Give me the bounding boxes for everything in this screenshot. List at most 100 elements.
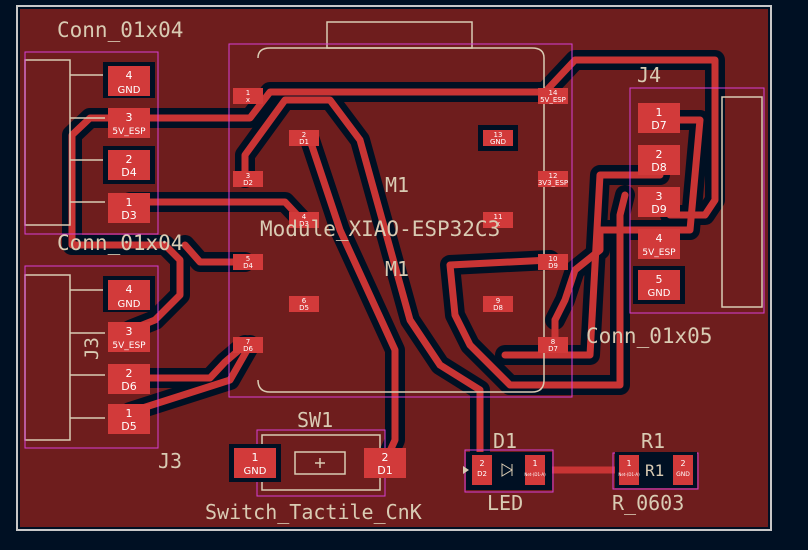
pad-number: 4 (302, 213, 307, 221)
pad-net: x (246, 96, 250, 104)
pad-m1-5[interactable]: 5 D4 (233, 254, 263, 270)
pad-net: x (496, 220, 500, 228)
d1-value-label: LED (487, 491, 523, 515)
connector-j3[interactable]: 4 GND 3 5V_ESP 2 D6 1 D5 Conn_01x04 J3 J… (57, 231, 183, 473)
pad-sw1-1[interactable]: 1 GND (229, 444, 281, 482)
pad-j4-2[interactable]: 2 D8 (638, 145, 680, 175)
resistor-r1[interactable]: 1 Net-(D1-A) 2 GND R1 R1 R_0603 (612, 429, 697, 515)
led-d1[interactable]: 2 D2 1 Net-(D1-A) D1 LED (463, 429, 552, 515)
pad-d1-2[interactable]: 2 D2 (472, 455, 492, 485)
pad-number: 13 (494, 131, 503, 139)
pad-m1-10[interactable]: 10 D9 (538, 254, 568, 270)
pad-j4-3[interactable]: 3 D9 (638, 187, 680, 217)
pad-number: 2 (680, 459, 685, 468)
r1-ref-label: R1 (641, 429, 665, 453)
module-m1[interactable]: 1 x 2 D1 3 D2 4 D3 5 D4 6 D5 (233, 88, 568, 353)
sw1-ref-label: SW1 (297, 408, 333, 432)
sw1-value-label: Switch_Tactile_CnK (205, 500, 422, 524)
pad-d1-1[interactable]: 1 Net-(D1-A) (524, 455, 546, 485)
pad-number: 4 (656, 232, 663, 245)
pad-net: GND (118, 299, 141, 310)
m1-ref-label: M1 (385, 173, 409, 197)
pad-m1-8[interactable]: 8 D7 (538, 337, 568, 353)
trace-d1 (306, 136, 399, 466)
pad-number: 5 (246, 255, 250, 263)
pad-number: 3 (656, 190, 663, 203)
pad-net: GND (490, 138, 506, 146)
pad-number: 6 (302, 297, 307, 305)
pad-m1-4[interactable]: 4 D3 (289, 212, 319, 228)
r1-ref-label-2: R1 (645, 461, 664, 480)
pad-number: 2 (302, 131, 306, 139)
pad-jt-3[interactable]: 3 5V_ESP (108, 108, 150, 138)
led-pin1-marker-icon (463, 466, 469, 474)
pad-net: 5V_ESP (112, 127, 146, 137)
j3-ref-bottom-label: J3 (158, 449, 182, 473)
pad-net: D6 (121, 380, 136, 393)
pad-m1-6[interactable]: 6 D5 (289, 296, 319, 312)
trace-5v-branch (68, 114, 184, 334)
pad-j3-1[interactable]: 1 D5 (108, 404, 150, 434)
pad-sw1-2[interactable]: 2 D1 (364, 448, 406, 478)
pad-m1-12[interactable]: 12 3V3_ESP (538, 171, 568, 187)
j3-value-label: Conn_01x04 (57, 231, 183, 255)
pad-j4-5[interactable]: 5 GND (633, 266, 685, 304)
pad-j4-4[interactable]: 4 5V_ESP (638, 229, 680, 259)
pad-number: 2 (479, 459, 484, 468)
pad-m1-7[interactable]: 7 D6 (233, 337, 263, 353)
pad-m1-1[interactable]: 1 x (233, 88, 263, 104)
pad-jt-2[interactable]: 2 D4 (103, 146, 155, 184)
pad-number: 1 (626, 459, 631, 468)
trace-d2 (241, 96, 484, 474)
pad-jt-4[interactable]: 4 GND (103, 62, 155, 98)
pad-net: D5 (121, 420, 136, 433)
jt-value-label: Conn_01x04 (57, 18, 183, 42)
r1-value-label: R_0603 (612, 491, 684, 515)
pad-net: D8 (493, 304, 503, 312)
pad-m1-13[interactable]: 13 GND (478, 125, 518, 151)
pad-number: 7 (246, 338, 250, 346)
pad-r1-2[interactable]: 2 GND (673, 455, 693, 485)
traces[interactable] (68, 56, 719, 474)
pad-number: 1 (126, 196, 133, 209)
pad-number: 9 (496, 297, 500, 305)
led-polarity-icon (501, 463, 513, 477)
trace-d4 (181, 241, 249, 266)
pad-m1-9[interactable]: 9 D8 (483, 296, 513, 312)
pad-number: 14 (549, 89, 558, 97)
trace-d5 (126, 341, 254, 416)
switch-sw1[interactable]: 1 GND 2 D1 SW1 Switch_Tactile_CnK (205, 408, 422, 524)
pad-j3-2[interactable]: 2 D6 (108, 364, 150, 394)
pad-net: D4 (121, 166, 136, 179)
pad-m1-11[interactable]: 11 x (483, 212, 513, 228)
pad-net: 5V_ESP (112, 341, 146, 351)
pad-number: 5 (656, 273, 663, 286)
pad-j3-4[interactable]: 4 GND (103, 276, 155, 312)
pad-net: D4 (243, 262, 253, 270)
pad-jt-1[interactable]: 1 D3 (108, 193, 150, 223)
pad-j3-3[interactable]: 3 5V_ESP (108, 322, 150, 352)
pad-net: D1 (299, 138, 309, 146)
pad-net: 3V3_ESP (538, 179, 568, 187)
pad-net: D2 (243, 179, 253, 187)
pad-net: D9 (548, 262, 558, 270)
pad-m1-2[interactable]: 2 D1 (289, 130, 319, 146)
pad-number: 4 (126, 69, 133, 82)
pad-net: GND (244, 466, 267, 477)
pad-r1-1[interactable]: 1 Net-(D1-A) (618, 455, 640, 485)
pad-j4-1[interactable]: 1 D7 (638, 103, 680, 133)
trace-d9 (446, 191, 629, 389)
pad-m1-3[interactable]: 3 D2 (233, 171, 263, 187)
pad-net: 5V_ESP (540, 96, 566, 104)
m1-ref-label-2: M1 (385, 257, 409, 281)
trace-d7 (551, 116, 704, 324)
pad-number: 1 (246, 89, 250, 97)
pad-net: D8 (651, 161, 666, 174)
pad-number: 8 (551, 338, 555, 346)
connector-j4[interactable]: 1 D7 2 D8 3 D9 4 5V_ESP 5 GND J4 Conn_01… (586, 63, 712, 348)
connector-j-top[interactable]: 4 GND 3 5V_ESP 2 D4 1 D3 Conn_01x04 (57, 18, 183, 223)
pad-number: 1 (126, 407, 133, 420)
pad-m1-14[interactable]: 14 5V_ESP (538, 88, 568, 104)
pad-net: GND (648, 288, 671, 299)
